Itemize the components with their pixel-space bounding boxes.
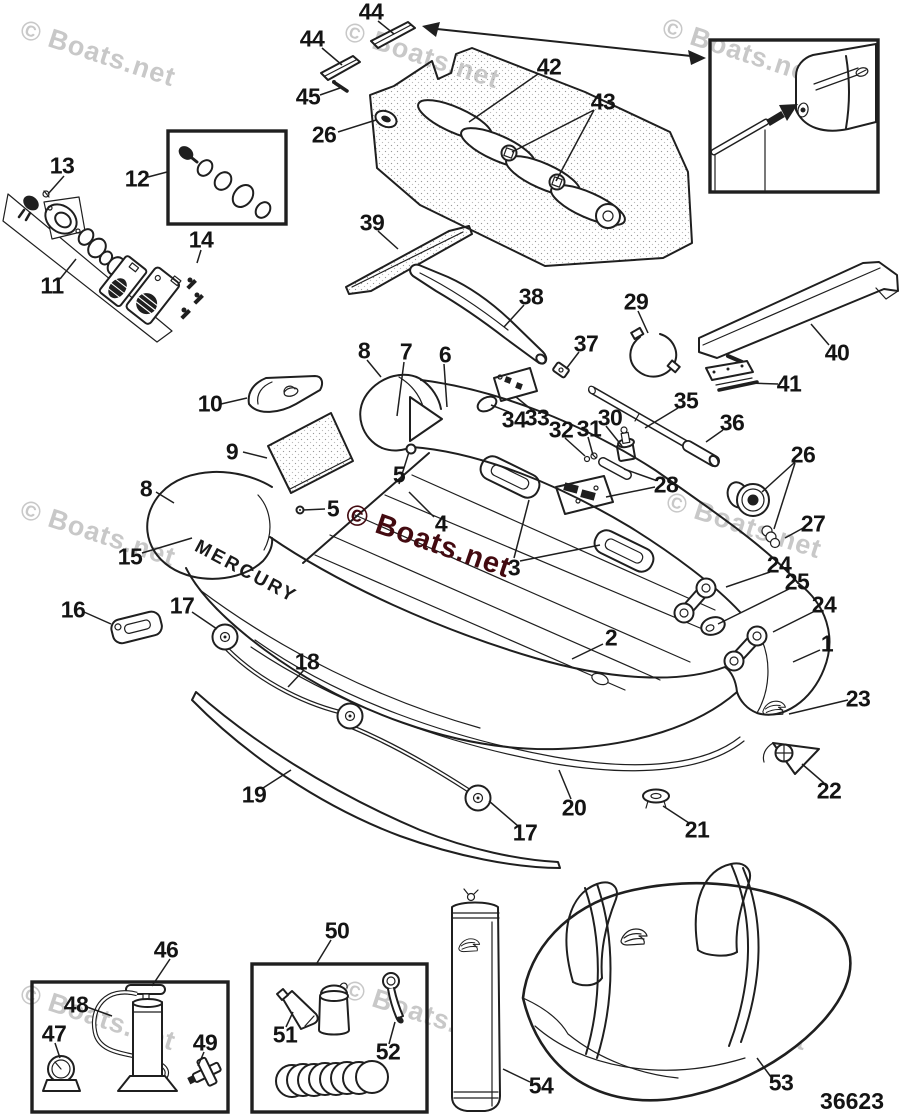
boat-hull-drawing: [146, 373, 831, 809]
inset-detail-box: [708, 38, 880, 194]
part-16-17-18-19-drawing: [110, 610, 561, 869]
inset-reference-arrow: [422, 22, 706, 65]
repair-kit-box: [250, 962, 429, 1114]
part-40-41-35-36-drawing: [588, 261, 899, 468]
part-39-drawing: [345, 225, 473, 295]
valve-assembly-drawing: [2, 190, 204, 343]
bags-drawing: [451, 862, 852, 1112]
detail-box-12: [166, 129, 288, 226]
part-38-37-29-drawing: [409, 263, 681, 379]
pump-kit-box: [30, 980, 230, 1114]
leader-lines: [47, 20, 849, 1083]
floor-panel-drawing: [369, 47, 693, 267]
part-10-9-drawing: [247, 375, 354, 494]
part-44-45-drawing: [320, 21, 416, 93]
small-fittings-drawing: [476, 367, 636, 480]
